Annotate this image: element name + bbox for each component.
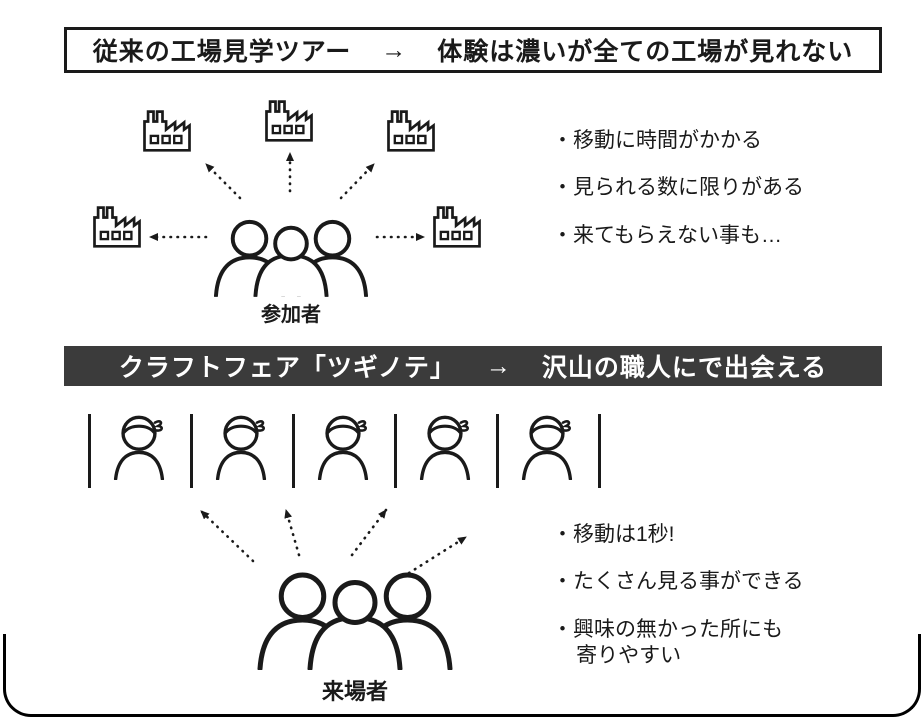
- bullet-item: ・見られる数に限りがある: [552, 176, 804, 200]
- craftsman-icon: [413, 412, 477, 480]
- visitors-group-icon: [255, 550, 455, 670]
- factory-icon: [140, 108, 194, 153]
- right-arrow-icon: →: [381, 35, 408, 64]
- craftsman-icon: [107, 412, 171, 480]
- dotted-arrow: [350, 508, 388, 557]
- section1-bullet-list: ・移動に時間がかかる ・見られる数に限りがある ・来てもらえない事も…: [552, 128, 804, 270]
- bullet-item: ・移動は1秒!: [552, 523, 675, 546]
- craftsman-icon: [515, 412, 579, 480]
- right-arrow-icon: →: [485, 351, 512, 380]
- section2-title-left: クラフトフェア「ツギノテ」: [118, 354, 456, 382]
- section2-title-right: 沢山の職人にで出会える: [541, 354, 828, 382]
- dotted-arrow: [204, 162, 242, 200]
- section2-bullet-list: ・移動は1秒! ・たくさん見る事ができる ・興味の無かった所にも 寄りやすい: [552, 522, 804, 690]
- dotted-arrow: [339, 162, 376, 200]
- bullet-item: ・移動に時間がかかる: [552, 129, 762, 152]
- craftsman-icon: [311, 412, 375, 480]
- visitors-label: 来場者: [321, 679, 388, 704]
- bullet-item: ・興味の無かった所にも 寄りやすい: [552, 617, 783, 667]
- booth-divider: [190, 414, 193, 488]
- booth-divider: [88, 414, 91, 488]
- section2-header: クラフトフェア「ツギノテ」 → 沢山の職人にで出会える: [64, 346, 882, 386]
- booth-divider: [496, 414, 499, 488]
- booth-divider: [394, 414, 397, 488]
- bullet-item: ・たくさん見る事ができる: [552, 570, 804, 594]
- section1-title-left: 従来の工場見学ツアー: [92, 38, 352, 66]
- booth-divider: [598, 414, 601, 488]
- factory-icon: [430, 204, 484, 249]
- section1-header: 従来の工場見学ツアー → 体験は濃いが全ての工場が見れない: [64, 27, 882, 73]
- factory-icon: [384, 108, 438, 153]
- booth-divider: [292, 414, 295, 488]
- participants-label: 参加者: [261, 304, 321, 326]
- dotted-arrow: [199, 509, 255, 563]
- section1-title-right: 体験は濃いが全ての工場が見れない: [437, 38, 854, 66]
- bullet-item: ・来てもらえない事も…: [552, 223, 782, 247]
- factory-icon: [262, 98, 316, 143]
- craftsman-icon: [209, 412, 273, 480]
- factory-icon: [90, 204, 144, 249]
- participants-group-icon: [212, 202, 370, 297]
- dotted-arrow: [284, 508, 301, 557]
